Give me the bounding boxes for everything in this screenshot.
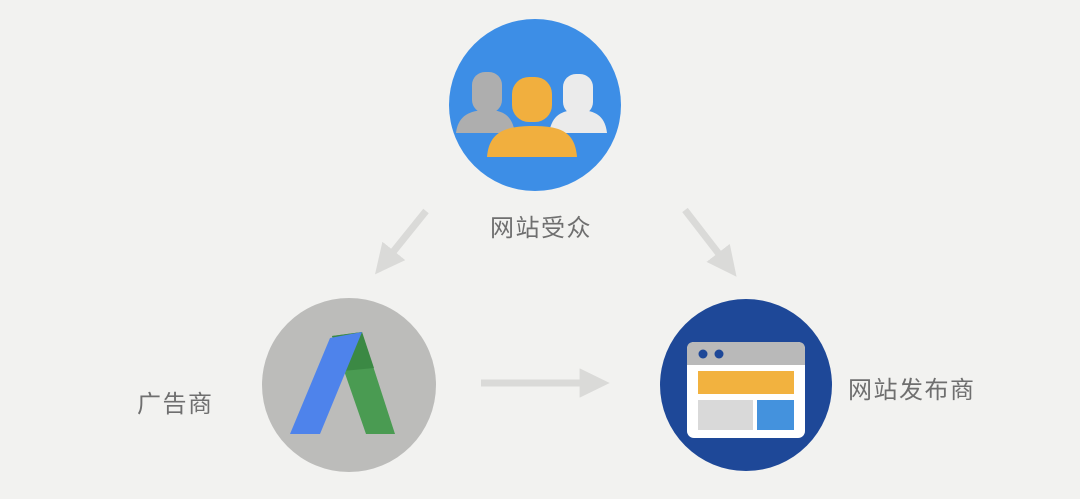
browser-window-glyph [687,342,805,438]
arrow-audience-to-advertiser [375,208,429,275]
person-center-body [487,126,577,157]
person-left-body [456,110,515,133]
browser-content-block [698,400,753,430]
person-left-head [472,72,502,113]
publisher-browser-icon [660,299,832,471]
browser-dot-2 [714,349,724,359]
browser-dot-1 [698,349,708,359]
browser-side-ad-block [757,400,794,430]
arrow-audience-to-publisher [682,207,737,277]
adwords-a-glyph [290,332,395,434]
people-group-glyph [456,72,607,157]
publisher-label: 网站发布商 [848,376,976,404]
audience-icon [449,19,621,191]
browser-titlebar [687,342,805,365]
advertiser-label: 广告商 [137,390,214,418]
person-right-body [549,110,607,133]
person-center-head [512,77,552,122]
audience-label: 网站受众 [490,214,592,242]
advertiser-adwords-icon [262,298,436,472]
person-right-head [563,74,593,115]
browser-banner-ad [698,371,794,394]
adwords-blue-stroke [290,332,362,434]
